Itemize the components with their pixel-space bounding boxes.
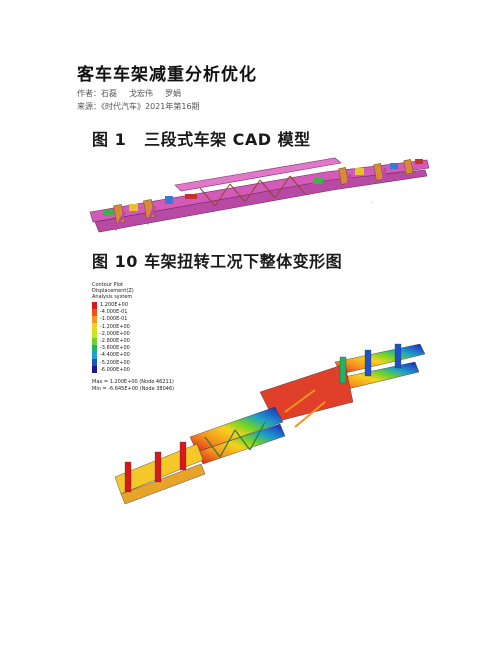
legend-swatch <box>92 315 97 324</box>
legend-header-line: Analysis system <box>92 294 133 301</box>
legend-label: -5.200E+00 <box>100 359 130 366</box>
legend-entry: -5.200E+00 <box>92 359 174 367</box>
figure-1-caption: 图 1 三段式车架 CAD 模型 <box>92 126 311 150</box>
source-line: 来源：《时代汽车》2021年第16期 <box>77 101 200 112</box>
legend-label: -4.000E-01 <box>100 309 128 316</box>
legend-entry: -4.000E-01 <box>92 308 174 316</box>
legend-swatch <box>92 359 97 367</box>
legend-label: -2.800E+00 <box>100 338 130 345</box>
legend-label: -1.200E+00 <box>100 323 130 330</box>
legend-label: -2.000E+00 <box>100 330 130 337</box>
legend-header: Contour Plot Displacement(Z) Analysis sy… <box>92 282 174 301</box>
legend-label: -1.000E-01 <box>100 316 128 323</box>
legend-swatch <box>92 308 97 316</box>
legend-entry: -6.000E+00 <box>92 366 174 374</box>
figure-number: 图 1 <box>92 130 127 149</box>
legend-extrema: Max = 1.200E+00 (Node 46211) Min = -6.64… <box>92 379 174 391</box>
legend-entry: 1.200E+00 <box>92 301 174 309</box>
source-text: 《时代汽车》2021年第16期 <box>101 102 200 111</box>
figure-number: 图 10 <box>92 252 138 271</box>
legend-entry: -3.600E+00 <box>92 344 174 352</box>
legend-swatch <box>92 323 97 331</box>
legend-swatch <box>92 366 97 374</box>
legend-label: -6.000E+00 <box>100 366 130 373</box>
author-name: 石磊 <box>101 89 117 98</box>
figure-10-caption: 图 10 车架扭转工况下整体变形图 <box>92 248 342 272</box>
legend-swatch <box>92 351 97 360</box>
author-name: 罗娟 <box>165 89 181 98</box>
torsion-deformation-contour-image <box>85 272 435 507</box>
figure-caption-text: 三段式车架 CAD 模型 <box>144 130 311 149</box>
legend-entry: -1.000E-01 <box>92 315 174 324</box>
legend-swatch <box>92 344 97 352</box>
legend-min: Min = -6.645E+00 (Node 38046) <box>92 385 175 392</box>
legend-entry: -4.400E+00 <box>92 351 174 360</box>
source-label: 来源： <box>77 102 101 111</box>
article-title: 客车车架减重分析优化 <box>77 65 257 85</box>
legend-label: -4.400E+00 <box>100 352 130 359</box>
cad-frame-model-image <box>85 150 435 235</box>
legend-header-line: Displacement(Z) <box>92 288 134 295</box>
author-line: 作者：石磊 戈宏伟 罗娟 <box>77 88 181 99</box>
author-name: 戈宏伟 <box>129 89 153 98</box>
legend-swatch <box>92 330 97 338</box>
legend-swatch <box>92 301 97 309</box>
legend-swatch <box>92 337 97 345</box>
legend-scale: 1.200E+00-4.000E-01-1.000E-01-1.200E+00-… <box>92 301 174 374</box>
contour-legend: Contour Plot Displacement(Z) Analysis sy… <box>92 282 174 392</box>
legend-entry: -1.200E+00 <box>92 323 174 331</box>
legend-entry: -2.000E+00 <box>92 330 174 338</box>
legend-max: Max = 1.200E+00 (Node 46211) <box>92 379 174 386</box>
legend-label: 1.200E+00 <box>100 302 129 309</box>
legend-label: -3.600E+00 <box>100 345 130 352</box>
figure-caption-text: 车架扭转工况下整体变形图 <box>144 252 343 271</box>
legend-header-line: Contour Plot <box>92 282 123 288</box>
author-label: 作者： <box>77 89 101 98</box>
legend-entry: -2.800E+00 <box>92 337 174 345</box>
